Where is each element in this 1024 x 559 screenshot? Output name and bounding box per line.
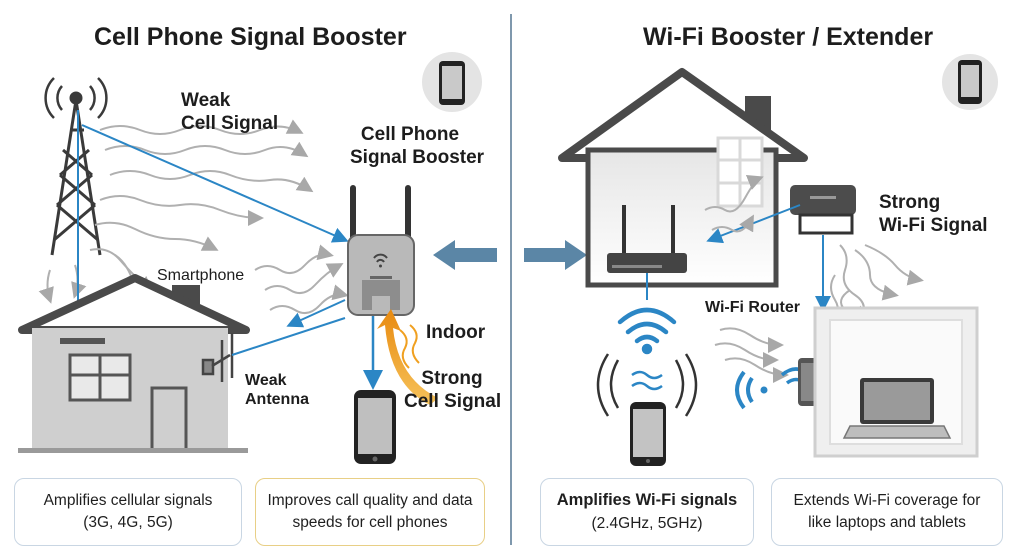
smartphone-icon: [354, 390, 396, 464]
antenna-to-booster-line: [231, 317, 346, 356]
info-box-wifi: Amplifies Wi-Fi signals(2.4GHz, 5GHz): [540, 478, 754, 546]
booster-to-antenna-line: [286, 299, 346, 328]
wifi-router-icon: [607, 205, 687, 273]
laptop-room-icon: [813, 306, 979, 458]
signal-booster-icon: [347, 185, 415, 316]
booster-label: Cell Phone Signal Booster: [350, 124, 485, 168]
indoor-signal-arrow: [377, 309, 438, 405]
weak-signal-waves: [38, 119, 349, 315]
info-box-cellular: Amplifies cellular signals(3G, 4G, 5G): [14, 478, 242, 546]
arrow-right-icon: [524, 240, 587, 270]
tower-to-booster-line: [81, 124, 349, 243]
left-title: Cell Phone Signal Booster: [94, 23, 407, 51]
smartphone-label: Smartphone: [157, 267, 245, 284]
weak-signal-label: Weak Cell Signal: [181, 90, 279, 134]
weak-antenna-icon: [201, 333, 234, 382]
smartphone-icon: [630, 402, 666, 466]
phone-badge-icon: [422, 52, 482, 112]
indoor-label: Indoor: [426, 322, 486, 343]
wifi-device-icon: [735, 358, 824, 410]
arrow-left-icon: [433, 240, 497, 270]
router-label: Wi-Fi Router: [705, 299, 800, 316]
signal-ripple-icon: [596, 353, 698, 417]
wifi-waves-icon: [617, 307, 677, 355]
extender-to-room-line: [706, 204, 801, 244]
phone-badge-icon: [942, 54, 998, 110]
strong-cell-label: Strong Cell Signal: [404, 368, 502, 412]
right-title: Wi-Fi Booster / Extender: [643, 23, 934, 51]
cell-tower-icon: [44, 77, 108, 256]
wifi-extender-icon: [790, 185, 856, 235]
weak-antenna-label: Weak Antenna: [245, 372, 309, 409]
strong-wifi-label: Strong Wi-Fi Signal: [879, 192, 988, 236]
house-icon: [18, 274, 250, 453]
